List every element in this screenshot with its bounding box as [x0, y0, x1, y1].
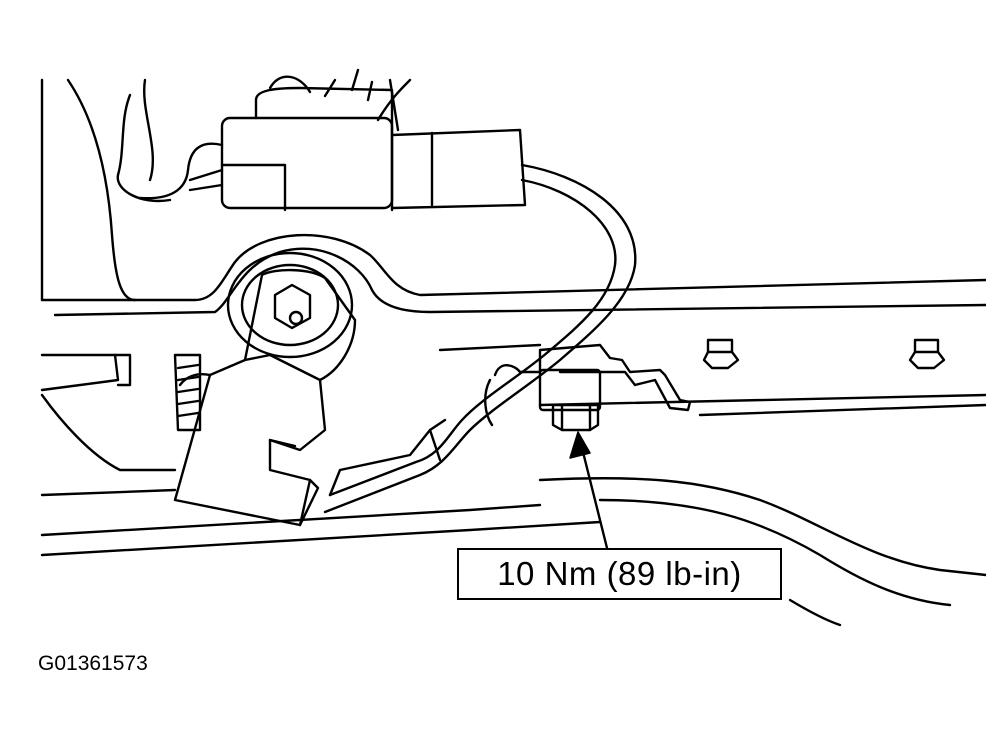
figure-id: G01361573 — [38, 652, 148, 675]
upper-housing-edge — [376, 78, 412, 122]
sensor-bracket — [173, 268, 357, 527]
connector-lock — [254, 86, 394, 212]
connector-boot — [390, 128, 527, 210]
sensor-clip — [493, 343, 692, 412]
leader-arrowhead — [569, 431, 591, 459]
sensor-hex-nut — [551, 403, 600, 432]
left-bolt — [173, 353, 202, 432]
wiring-harness — [138, 142, 224, 200]
torque-callout: 10 Nm (89 lb-in) — [457, 548, 782, 600]
leader-line — [578, 438, 609, 550]
upper-housing-line — [388, 78, 400, 132]
torque-spec-label: 10 Nm (89 lb-in) — [497, 555, 742, 592]
harness-wrap — [116, 93, 172, 203]
casting-top-edge — [40, 233, 986, 302]
mounting-nut — [273, 283, 312, 330]
stud-right-2 — [908, 338, 946, 370]
sensor-wire — [323, 163, 637, 514]
casting-inner-edge — [53, 247, 986, 317]
knock-sensor-body — [538, 368, 602, 412]
casting-curve-left — [66, 78, 137, 302]
mounting-boss — [226, 251, 354, 359]
stud-right-1 — [702, 338, 740, 370]
connector-body — [220, 116, 394, 210]
